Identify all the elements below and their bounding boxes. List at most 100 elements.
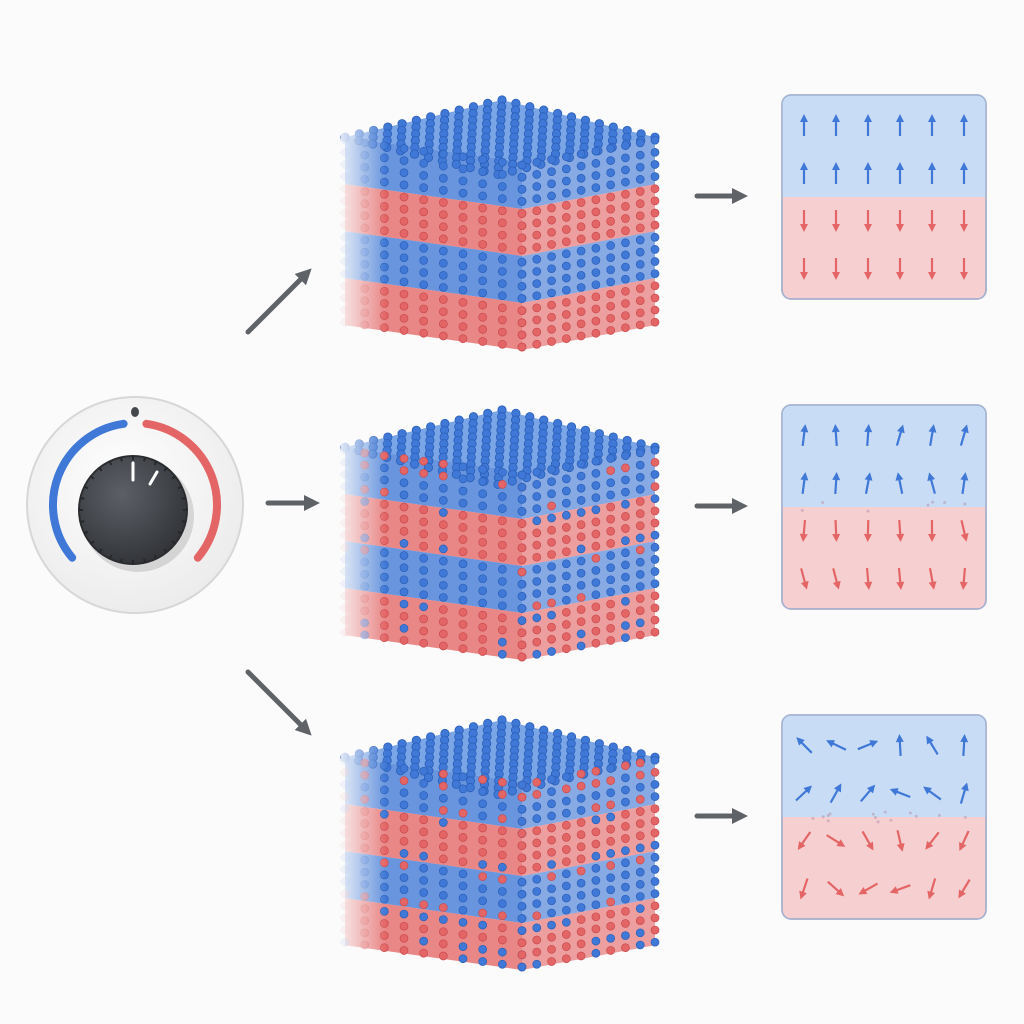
atom: [498, 602, 506, 610]
spin-panel-upper-domain: [782, 95, 986, 197]
atom: [636, 856, 644, 864]
atom: [651, 780, 659, 788]
atom: [651, 793, 659, 801]
atom: [533, 280, 541, 288]
atom: [479, 204, 487, 212]
atom: [420, 184, 428, 192]
atom: [592, 767, 600, 775]
atom: [479, 289, 487, 297]
atom: [439, 794, 447, 802]
atom: [607, 898, 615, 906]
interface-speck: [931, 501, 934, 504]
atom: [562, 773, 570, 781]
atom: [636, 771, 644, 779]
atom: [518, 307, 526, 315]
atom: [651, 878, 659, 886]
atom: [548, 635, 556, 643]
knob-grip-notch: [80, 498, 84, 499]
atom: [459, 274, 467, 282]
atom: [518, 483, 526, 491]
atom: [498, 626, 506, 634]
atom: [498, 912, 506, 920]
atom: [577, 916, 585, 924]
atom: [562, 487, 570, 495]
atom: [498, 936, 506, 944]
atom: [636, 820, 644, 828]
atom: [420, 579, 428, 587]
atom: [479, 465, 487, 473]
atom: [548, 647, 556, 655]
atom: [498, 267, 506, 275]
atom: [498, 960, 506, 968]
atom: [621, 239, 629, 247]
atom: [577, 606, 585, 614]
atom: [621, 488, 629, 496]
atom: [533, 195, 541, 203]
atom: [400, 254, 408, 262]
interface-speck: [915, 815, 918, 818]
atom: [420, 767, 428, 775]
atom: [636, 795, 644, 803]
atom: [592, 220, 600, 228]
atom: [562, 548, 570, 556]
atom: [607, 862, 615, 870]
atom: [621, 287, 629, 295]
atom: [548, 204, 556, 212]
atom: [651, 282, 659, 290]
atom: [533, 960, 541, 968]
atom: [636, 595, 644, 603]
atom: [420, 269, 428, 277]
atom: [636, 297, 644, 305]
atom: [562, 250, 570, 258]
atom: [459, 560, 467, 568]
atom: [400, 934, 408, 942]
atom: [439, 533, 447, 541]
atom: [439, 223, 447, 231]
atom: [479, 909, 487, 917]
atom: [420, 779, 428, 787]
atom: [651, 604, 659, 612]
atom: [410, 770, 418, 778]
spin-panel: [782, 715, 986, 919]
atom: [400, 539, 408, 547]
atom: [636, 582, 644, 590]
atom: [548, 550, 556, 558]
atom: [420, 530, 428, 538]
atom: [400, 898, 408, 906]
atom: [518, 914, 526, 922]
atom: [577, 891, 585, 899]
atom: [651, 531, 659, 539]
atom: [621, 822, 629, 830]
atom: [651, 616, 659, 624]
atom: [651, 136, 659, 144]
atom: [479, 824, 487, 832]
atom: [479, 265, 487, 273]
atom: [607, 813, 615, 821]
atom: [400, 278, 408, 286]
atom: [548, 228, 556, 236]
atom: [562, 809, 570, 817]
atom: [621, 512, 629, 520]
atom: [621, 932, 629, 940]
temperature-knob-icon[interactable]: [27, 397, 243, 613]
atom: [420, 494, 428, 502]
atom: [459, 262, 467, 270]
atom: [562, 286, 570, 294]
atom: [400, 612, 408, 620]
atom: [562, 785, 570, 793]
atom: [651, 756, 659, 764]
atom: [479, 788, 487, 796]
atom: [439, 259, 447, 267]
atom: [548, 301, 556, 309]
atom: [607, 454, 615, 462]
atom: [592, 889, 600, 897]
atom: [651, 829, 659, 837]
atom: [459, 955, 467, 963]
atom: [518, 270, 526, 278]
atom: [592, 627, 600, 635]
atom: [479, 611, 487, 619]
atom: [498, 815, 506, 823]
atom: [562, 335, 570, 343]
atom: [607, 934, 615, 942]
atom: [636, 759, 644, 767]
